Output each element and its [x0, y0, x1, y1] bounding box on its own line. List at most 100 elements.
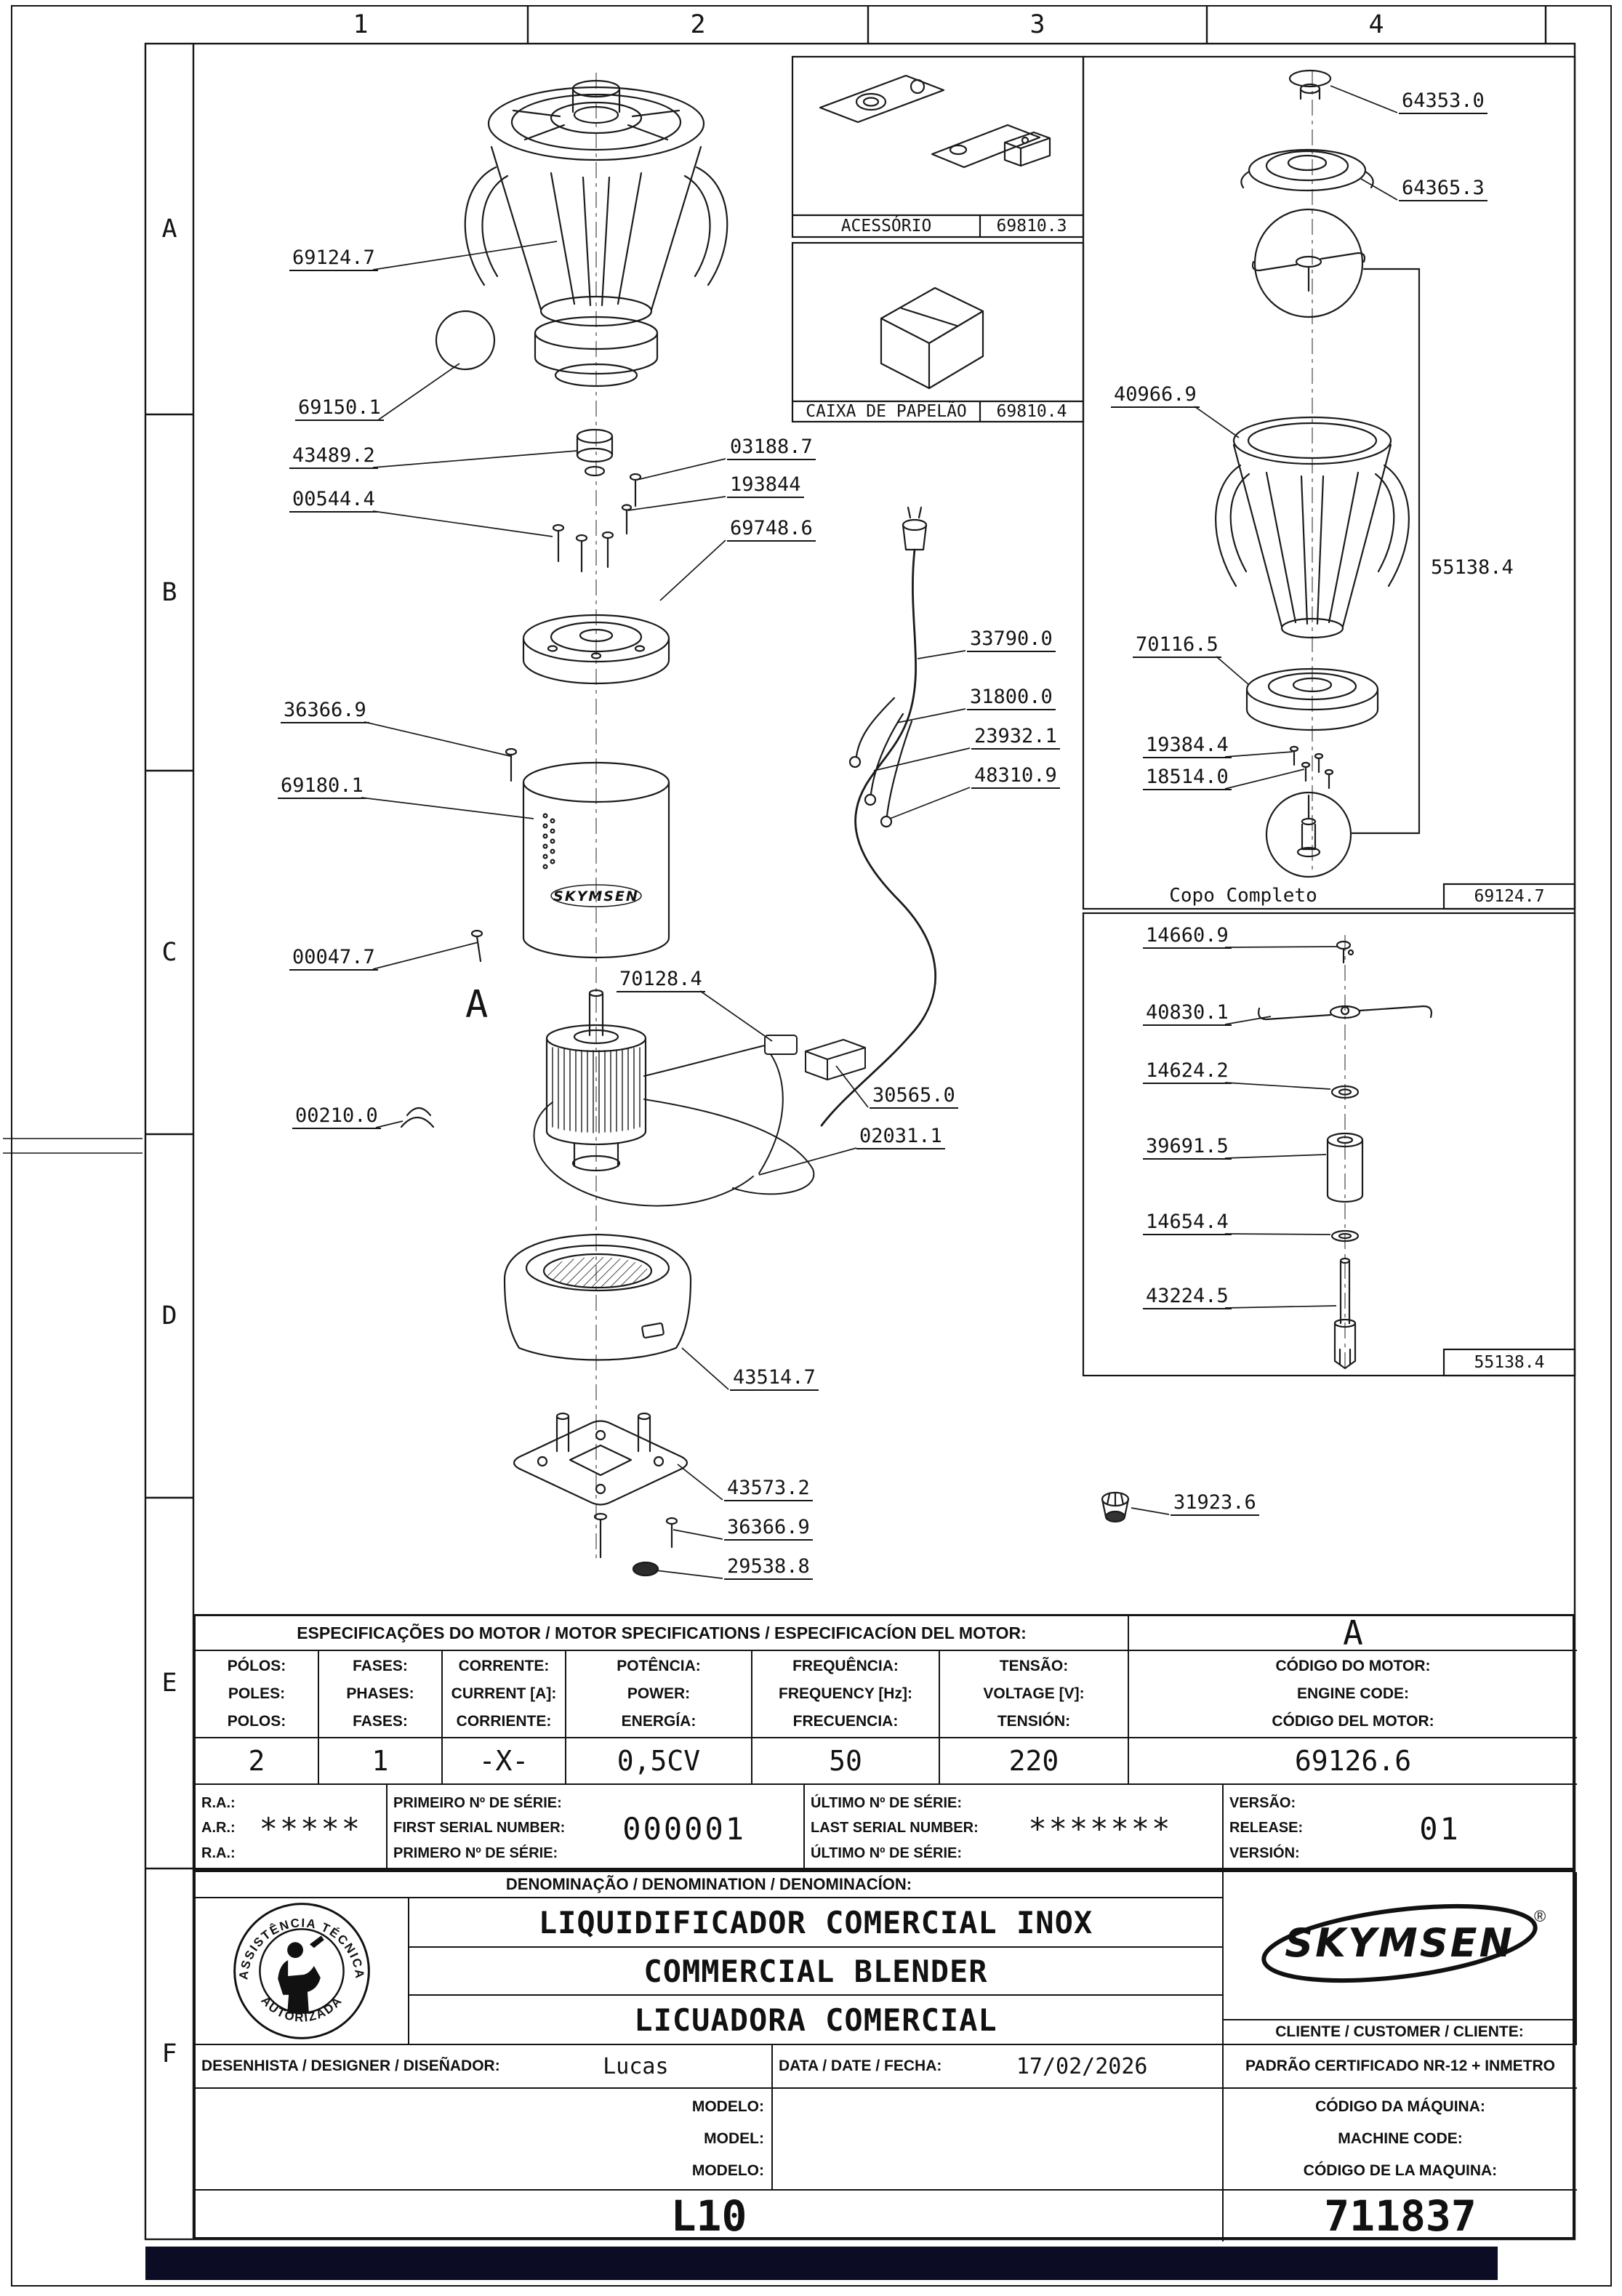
main-jar-drawing — [435, 79, 728, 388]
part-label-plug: 31800.0 — [967, 686, 1056, 710]
section-marker-a: A — [465, 983, 489, 1027]
grid-row-e: E — [161, 1669, 177, 1698]
spec-value-current: -X- — [443, 1738, 566, 1785]
serial-ra-value: ***** — [259, 1810, 363, 1847]
spec-header-poles: PÓLOS: POLES: POLOS: — [196, 1651, 319, 1738]
serial-label-line: ÚLTIMO Nº DE SÉRIE: — [811, 1845, 963, 1862]
spec-header-line: CÓDIGO DEL MOTOR: — [1272, 1713, 1434, 1730]
spec-header-line: CÓDIGO DO MOTOR: — [1275, 1658, 1431, 1674]
grease-fitting-drawing — [1101, 1491, 1130, 1523]
machine-code-labels-cell: CÓDIGO DA MÁQUINA: MACHINE CODE: CÓDIGO … — [1224, 2089, 1577, 2191]
authorized-service-stamp: ASSISTÊNCIA TÉCNICA AUTORIZADA — [233, 1903, 370, 2039]
serial-first-value: 000001 — [622, 1810, 747, 1847]
spec-header-line: FRECUENCIA: — [792, 1713, 899, 1730]
part-label-cup-lid: 64365.3 — [1399, 177, 1487, 201]
serial-label-line: RELEASE: — [1229, 1820, 1304, 1837]
motor-spec-revision: A — [1129, 1613, 1577, 1653]
spec-header-power: POTÊNCIA: POWER: ENERGÍA: — [566, 1651, 752, 1738]
grid-row-b: B — [161, 578, 177, 607]
bottom-plate-drawing — [513, 1412, 688, 1577]
part-label-blade-bushing: 39691.5 — [1143, 1136, 1232, 1160]
panel-borders — [791, 55, 1576, 1377]
part-label-blade-washer-bottom: 14654.4 — [1143, 1211, 1232, 1235]
spec-value-poles: 2 — [196, 1738, 319, 1785]
stamp-technician-figure — [278, 1935, 324, 2014]
spec-header-frequency: FREQUÊNCIA: FREQUENCY [Hz]: FRECUENCIA: — [752, 1651, 940, 1738]
serial-last-value: ******* — [1028, 1810, 1173, 1847]
serial-version-cell: VERSÃO: RELEASE: VERSIÓN: 01 — [1224, 1785, 1577, 1872]
spec-header-line: FREQUÊNCIA: — [792, 1658, 899, 1674]
spec-header-line: TENSIÓN: — [997, 1713, 1071, 1730]
centerlines — [595, 70, 1346, 1563]
cup-panel-code: 69124.7 — [1474, 887, 1545, 906]
product-title-es: LICUADORA COMERCIAL — [409, 1996, 1224, 2045]
base-housing-drawing — [503, 1233, 692, 1361]
model-label-line: MODELO: — [691, 2098, 764, 2115]
motor-housing-drawing — [470, 747, 670, 963]
skymsen-logo-text: SKYMSEN — [1285, 1920, 1514, 1966]
part-label-cup-jar: 40966.9 — [1111, 384, 1200, 408]
spec-header-line: ENERGÍA: — [621, 1713, 696, 1730]
part-label-cable-clamp: 23932.1 — [971, 726, 1060, 750]
spec-header-line: POLES: — [228, 1685, 286, 1702]
grid-col-4: 4 — [1368, 10, 1384, 39]
spec-header-line: ENGINE CODE: — [1296, 1685, 1409, 1702]
registered-mark: ® — [1534, 1907, 1546, 1925]
part-label-capacitor-wiring: 02031.1 — [856, 1125, 945, 1149]
serial-first-labels: PRIMEIRO Nº DE SÉRIE: FIRST SERIAL NUMBE… — [388, 1785, 565, 1872]
spec-header-line: CURRENT [A]: — [451, 1685, 557, 1702]
part-label-power-cord: 33790.0 — [967, 628, 1056, 652]
part-label-screw-00544: 00544.4 — [289, 489, 378, 513]
housing-brand-text: SKYMSEN — [553, 888, 639, 904]
spec-header-line: VOLTAGE [V]: — [983, 1685, 1085, 1702]
spec-header-voltage: TENSÃO: VOLTAGE [V]: TENSIÓN: — [940, 1651, 1129, 1738]
spec-header-engine-code: CÓDIGO DO MOTOR: ENGINE CODE: CÓDIGO DEL… — [1129, 1651, 1577, 1738]
serial-label-line: R.A.: — [201, 1794, 236, 1811]
part-label-screw-193844: 193844 — [727, 474, 804, 498]
serial-version-labels: VERSÃO: RELEASE: VERSIÓN: — [1224, 1785, 1303, 1872]
authorized-service-stamp-cell: ASSISTÊNCIA TÉCNICA AUTORIZADA — [196, 1898, 409, 2045]
spec-value-phases: 1 — [319, 1738, 443, 1785]
serial-ra-labels: R.A.: A.R.: R.A.: — [196, 1785, 236, 1872]
carton-caption-code: 69810.4 — [996, 402, 1067, 421]
motor-spec-table: ESPECIFICAÇÕES DO MOTOR / MOTOR SPECIFIC… — [193, 1613, 1577, 1872]
spec-header-line: FREQUENCY [Hz]: — [779, 1685, 912, 1702]
motor-spec-title: ESPECIFICAÇÕES DO MOTOR / MOTOR SPECIFIC… — [196, 1616, 1129, 1651]
part-label-bottom-plate: 43573.2 — [724, 1477, 813, 1501]
part-label-grease-fitting: 31923.6 — [1171, 1492, 1259, 1516]
part-label-detail-circle: 69150.1 — [295, 397, 384, 421]
grid-row-f: F — [161, 2039, 177, 2068]
grid-col-1: 1 — [353, 10, 369, 39]
serial-label-line: VERSIÓN: — [1229, 1845, 1300, 1862]
model-labels-cell: MODELO: MODEL: MODELO: — [196, 2089, 773, 2191]
model-code-value: L10 — [196, 2191, 1224, 2241]
accessory-caption-code: 69810.3 — [996, 217, 1067, 236]
part-label-cup-collar: 70116.5 — [1133, 634, 1221, 658]
serial-label-line: A.R.: — [201, 1820, 236, 1837]
grid-col-2: 2 — [690, 10, 706, 39]
skymsen-logo: SKYMSEN ® — [1261, 1903, 1546, 1983]
blade-panel-code: 55138.4 — [1474, 1353, 1545, 1372]
grid-col-3: 3 — [1029, 10, 1045, 39]
part-label-cup-height-dim: 55138.4 — [1431, 556, 1514, 579]
spec-header-line: CORRENTE: — [458, 1658, 550, 1674]
part-label-motor: 70128.4 — [617, 968, 705, 992]
part-label-blade-shaft: 43224.5 — [1143, 1285, 1232, 1309]
spec-header-line: FASES: — [353, 1713, 408, 1730]
certification-label: PADRÃO CERTIFICADO NR-12 + INMETRO — [1224, 2045, 1577, 2089]
spec-value-engine-code: 69126.6 — [1129, 1738, 1577, 1785]
leader-lines — [361, 85, 1398, 1579]
product-title-pt: LIQUIDIFICADOR COMERCIAL INOX — [409, 1898, 1224, 1948]
accessory-parts-drawing — [819, 74, 1051, 169]
part-label-wave-washer: 00210.0 — [292, 1105, 381, 1129]
serial-label-line: PRIMERO Nº DE SÉRIE: — [393, 1845, 558, 1862]
serial-label-line: VERSÃO: — [1229, 1794, 1296, 1811]
date-cell: DATA / DATE / FECHA: 17/02/2026 — [773, 2045, 1224, 2089]
part-label-screw-03188: 03188.7 — [727, 436, 816, 460]
part-label-screw-00047: 00047.7 — [289, 947, 378, 971]
carton-box-drawing — [880, 286, 984, 390]
part-label-blade: 40830.1 — [1143, 1002, 1232, 1026]
serial-last-cell: ÚLTIMO Nº DE SÉRIE: LAST SERIAL NUMBER: … — [805, 1785, 1224, 1872]
